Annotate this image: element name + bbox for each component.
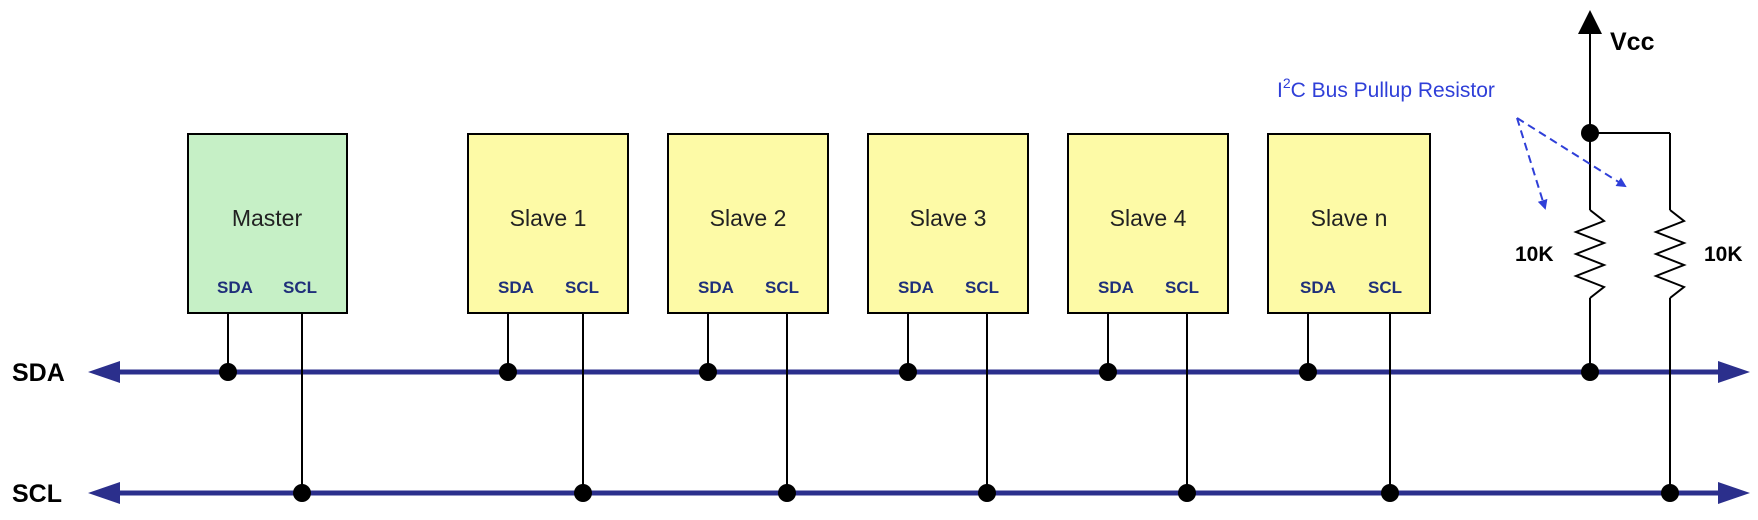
- slave-sda-pin: SDA: [898, 278, 934, 297]
- master-title: Master: [232, 205, 303, 231]
- annotation-arrows: [1516, 117, 1627, 210]
- annotation-suffix: C Bus Pullup Resistor: [1291, 79, 1495, 102]
- slave-scl-pin: SCL: [565, 278, 599, 297]
- annotation-superscript: 2: [1283, 75, 1291, 91]
- scl-bus-label: SCL: [12, 480, 62, 508]
- scl-bus-right-arrow: [1718, 482, 1750, 504]
- left-resistor-value: 10K: [1515, 243, 1554, 266]
- junction-dot: [978, 484, 996, 502]
- pullup-annotation: I2C Bus Pullup Resistor: [1277, 75, 1495, 102]
- slave-sda-pin: SDA: [1098, 278, 1134, 297]
- annotation-prefix: I: [1277, 79, 1283, 102]
- master-box: [187, 133, 348, 314]
- right-resistor-value: 10K: [1704, 243, 1743, 266]
- slave-box: [1067, 133, 1229, 314]
- annotation-arrow-left: [1516, 117, 1548, 210]
- slave-title: Slave 4: [1110, 205, 1187, 231]
- master-device: Master SDA SCL: [187, 133, 348, 314]
- slave-device-1: Slave 1 SDA SCL: [467, 133, 629, 314]
- junction-dot: [1381, 484, 1399, 502]
- slave-scl-pin: SCL: [965, 278, 999, 297]
- slave-title: Slave 3: [910, 205, 987, 231]
- junction-dot: [899, 363, 917, 381]
- slave-device-3: Slave 3 SDA SCL: [867, 133, 1029, 314]
- slave-box: [667, 133, 829, 314]
- slave-device-n: Slave n SDA SCL: [1267, 133, 1431, 314]
- sda-bus-right-arrow: [1718, 361, 1750, 383]
- slave-box: [1267, 133, 1431, 314]
- junction-dot: [1178, 484, 1196, 502]
- slave-scl-pin: SCL: [1165, 278, 1199, 297]
- slave-title: Slave 2: [710, 205, 787, 231]
- junction-dot: [574, 484, 592, 502]
- slave-box: [867, 133, 1029, 314]
- scl-bus-left-arrow: [88, 482, 120, 504]
- slave-title: Slave 1: [510, 205, 587, 231]
- slave-device-2: Slave 2 SDA SCL: [667, 133, 829, 314]
- slave-sda-pin: SDA: [1300, 278, 1336, 297]
- pullup-network: [1573, 30, 1687, 493]
- slave-scl-pin: SCL: [765, 278, 799, 297]
- vcc-label: Vcc: [1610, 28, 1655, 56]
- sda-bus-left-arrow: [88, 361, 120, 383]
- device-wires: [227, 313, 1391, 493]
- left-resistor: [1573, 209, 1607, 299]
- slave-box: [467, 133, 629, 314]
- junction-dots: [219, 124, 1679, 502]
- master-sda-pin: SDA: [217, 278, 253, 297]
- slave-device-4: Slave 4 SDA SCL: [1067, 133, 1229, 314]
- slave-scl-pin: SCL: [1368, 278, 1402, 297]
- junction-dot: [1099, 363, 1117, 381]
- junction-dot: [778, 484, 796, 502]
- bus-lines: [88, 361, 1750, 504]
- slave-sda-pin: SDA: [498, 278, 534, 297]
- junction-dot: [699, 363, 717, 381]
- right-resistor: [1653, 209, 1687, 299]
- sda-bus-label: SDA: [12, 359, 65, 387]
- annotation-arrow-right: [1516, 117, 1627, 188]
- junction-dot: [499, 363, 517, 381]
- junction-dot: [1299, 363, 1317, 381]
- slave-title: Slave n: [1311, 205, 1388, 231]
- vcc-arrow-head-icon: [1578, 10, 1602, 34]
- junction-dot: [219, 363, 237, 381]
- master-scl-pin: SCL: [283, 278, 317, 297]
- slave-sda-pin: SDA: [698, 278, 734, 297]
- junction-dot: [293, 484, 311, 502]
